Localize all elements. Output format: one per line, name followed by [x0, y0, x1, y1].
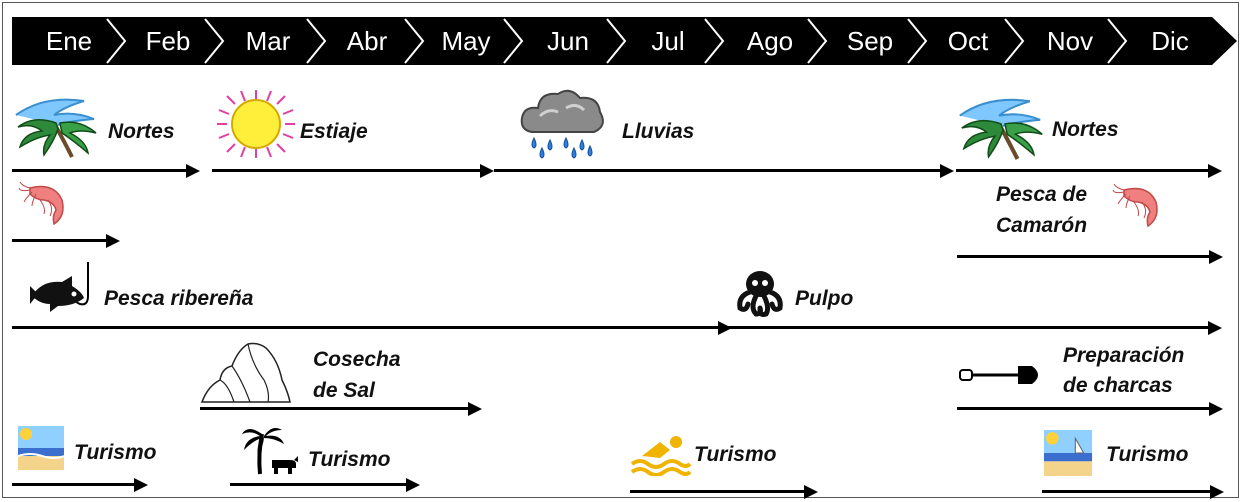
arrow-pulpo — [720, 321, 1222, 335]
label-turismo-2: Turismo — [308, 448, 391, 471]
month-label-oct: Oct — [947, 26, 989, 56]
month-label-mar: Mar — [245, 26, 291, 56]
arrow-cosecha-sal — [200, 402, 482, 416]
arrow-pesca-riberena — [12, 321, 732, 335]
arrow-lluvias — [494, 164, 954, 178]
month-label-may: May — [441, 26, 491, 56]
label-nortes-2: Nortes — [1052, 118, 1119, 141]
label-nortes-1: Nortes — [108, 120, 175, 143]
salt-mound-icon — [198, 340, 294, 406]
storm-palm-icon — [14, 93, 100, 159]
label-turismo-4: Turismo — [1106, 443, 1189, 466]
arrow-charcas — [957, 402, 1223, 416]
month-label-jun: Jun — [547, 26, 589, 56]
month-label-jul: Jul — [651, 26, 685, 56]
swimmer-icon — [630, 432, 692, 476]
arrow-nortes-2 — [956, 164, 1222, 178]
label-pesca-riberena: Pesca ribereña — [104, 287, 254, 310]
months-bar-background — [12, 17, 1237, 65]
shovel-icon — [958, 362, 1044, 388]
arrow-estiaje — [212, 164, 494, 178]
month-label-ago: Ago — [746, 26, 794, 56]
arrow-turismo-1 — [12, 478, 148, 492]
arrow-turismo-2 — [230, 478, 420, 492]
shrimp-icon — [18, 180, 70, 228]
label-preparacion: Preparación — [1063, 344, 1185, 367]
arrow-turismo-3 — [630, 485, 818, 499]
label-pulpo: Pulpo — [795, 287, 854, 310]
arrow-camaron-1 — [12, 234, 120, 248]
rain-cloud-icon — [518, 86, 606, 160]
palm-cow-icon — [242, 420, 300, 476]
label-pesca-de: Pesca de — [996, 183, 1088, 206]
fish-hook-icon — [28, 262, 100, 314]
shrimp-icon — [1112, 182, 1164, 230]
month-label-feb: Feb — [145, 26, 191, 56]
label-estiaje: Estiaje — [300, 120, 368, 143]
octopus-icon — [732, 268, 788, 320]
sun-icon — [213, 88, 299, 160]
label-turismo-1: Turismo — [74, 441, 157, 464]
arrow-nortes-1 — [12, 164, 200, 178]
label-de-charcas: de charcas — [1063, 374, 1173, 397]
month-label-abr: Abr — [346, 26, 388, 56]
label-cosecha: Cosecha — [313, 348, 401, 371]
month-label-dic: Dic — [1151, 26, 1189, 56]
month-label-ene: Ene — [45, 26, 93, 56]
label-camaron: Camarón — [996, 214, 1088, 237]
month-label-sep: Sep — [846, 26, 894, 56]
months-bar: Ene Feb Mar Abr May Jun Jul Ago Sep Oct … — [12, 17, 1237, 65]
label-de-sal: de Sal — [313, 379, 375, 402]
arrow-turismo-4 — [1042, 485, 1224, 499]
arrow-camaron-2 — [957, 250, 1223, 264]
beach-icon — [18, 426, 64, 470]
beach-icon — [1043, 430, 1093, 476]
label-lluvias: Lluvias — [622, 120, 695, 143]
storm-palm-icon — [956, 93, 1048, 161]
month-label-nov: Nov — [1046, 26, 1094, 56]
label-turismo-3: Turismo — [694, 443, 777, 466]
